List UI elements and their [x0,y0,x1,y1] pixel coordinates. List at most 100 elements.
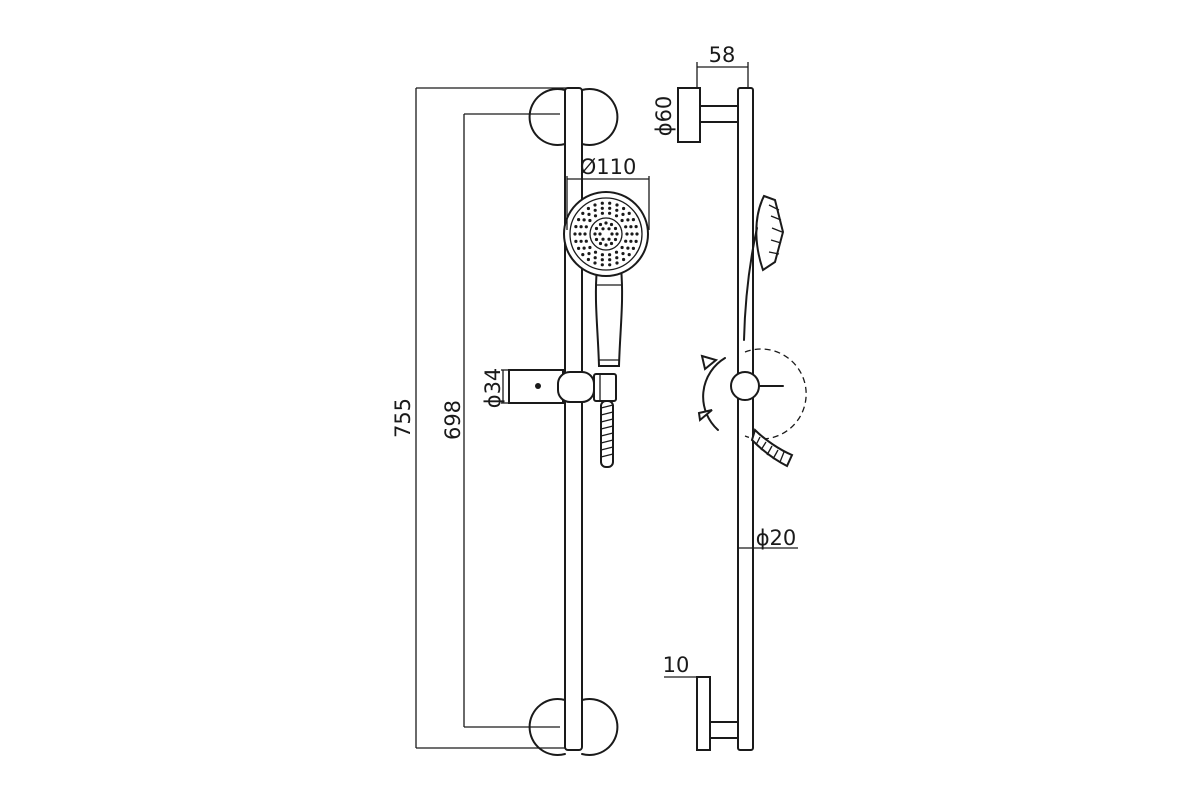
nozzle-dot [608,258,612,262]
nozzle-dot [598,241,603,246]
nozzle-dot [634,239,638,243]
nozzle-dot [631,246,636,250]
nozzle-dot [629,239,633,243]
nozzle-dot [620,245,624,250]
nozzle-dot [573,232,577,236]
dimension-110: Ø110 [566,155,650,230]
nozzle-dot [620,218,624,223]
nozzle-dot [593,250,598,254]
nozzle-dot [584,225,588,229]
nozzle-dot [613,226,618,231]
nozzle-dot [593,256,597,260]
nozzle-dot [577,246,581,250]
nozzle-dot [621,252,625,256]
hose-coil-front [600,400,614,468]
nozzle-dot [622,257,626,262]
nozzle-dot [626,246,630,250]
nozzle-dot [600,253,605,257]
nozzle-dot [609,222,614,227]
nozzle-dot [635,232,639,236]
nozzle-dot [600,263,604,267]
nozzle-dot [584,239,588,243]
dimension-755: 755 [391,87,568,749]
nozzle-dot [613,237,618,242]
dim-label-10: 10 [663,653,690,677]
dimension-20: ϕ20 [738,526,798,550]
hand-shower-handle [594,267,624,367]
nozzle-dot [615,256,619,260]
nozzle-dot [600,258,604,262]
nozzle-dot [577,218,581,222]
dimension-698: 698 [441,113,560,728]
nozzle-dot [600,201,604,205]
nozzle-dot [614,250,619,254]
nozzle-dot [586,206,591,211]
nozzle-dot [574,225,578,229]
nozzle-dot [600,211,605,215]
nozzle-dot [593,261,597,265]
nozzle-dot [601,237,605,241]
nozzle-dot [615,203,619,207]
nozzle-dot [593,208,597,212]
hose-side [750,428,794,468]
nozzle-dot [598,222,603,227]
nozzle-dot [598,232,602,236]
nozzle-dot [593,232,597,236]
nozzle-dot [600,206,604,210]
nozzle-dot [608,211,612,215]
nozzle-dot [593,203,597,207]
nozzle-dot [630,232,634,236]
nozzle-dot [626,218,630,222]
dim-label-110: Ø110 [580,155,637,179]
dim-label-58: 58 [709,43,736,67]
nozzle-dot [608,263,612,267]
bottom-bracket-side: 10 [663,653,739,751]
shower-head-side [743,194,785,341]
nozzle-dot [579,225,583,229]
nozzle-dot [614,214,619,218]
nozzle-dot [615,232,619,236]
dim-label-20: ϕ20 [756,526,797,550]
slider-side [697,348,807,440]
nozzle-dot [608,201,612,205]
top-wall-flange [528,88,566,146]
dim-label-34: ϕ34 [481,368,505,409]
riser-rail-side [737,87,754,751]
nozzle-dot [634,225,638,229]
nozzle-dot [627,253,631,257]
rotation-arrow-head-bottom [697,409,713,422]
nozzle-dot [594,226,599,231]
nozzle-dot [601,227,605,231]
side-view: 58 ϕ60 10 [652,43,807,751]
dim-label-755: 755 [391,398,415,438]
nozzle-dot [629,225,633,229]
nozzle-dot [574,239,578,243]
dimension-34: ϕ34 [481,368,509,409]
nozzle-dot [609,241,614,246]
spray-nozzles-icon [573,201,639,267]
nozzle-dot [610,232,614,236]
nozzle-dot [615,208,619,212]
dimension-58: 58 [696,43,749,92]
nozzle-dot [622,206,626,211]
nozzle-dot [621,212,625,216]
nozzle-dot [586,257,591,262]
nozzle-dot [608,253,612,257]
nozzle-dot [581,211,585,215]
top-wall-flange-right [581,88,619,146]
nozzle-dot [624,239,628,243]
nozzle-dot [625,232,629,236]
nozzle-dot [604,243,608,247]
nozzle-dot [578,232,582,236]
nozzle-dot [581,253,585,257]
nozzle-dot [593,214,598,218]
slider-front [508,369,617,404]
nozzle-dot [588,245,592,250]
nozzle-dot [615,261,619,265]
nozzle-dot [583,232,587,236]
nozzle-dot [604,221,608,225]
dim-label-60: ϕ60 [652,96,676,137]
nozzle-dot [624,225,628,229]
nozzle-dot [627,211,631,215]
